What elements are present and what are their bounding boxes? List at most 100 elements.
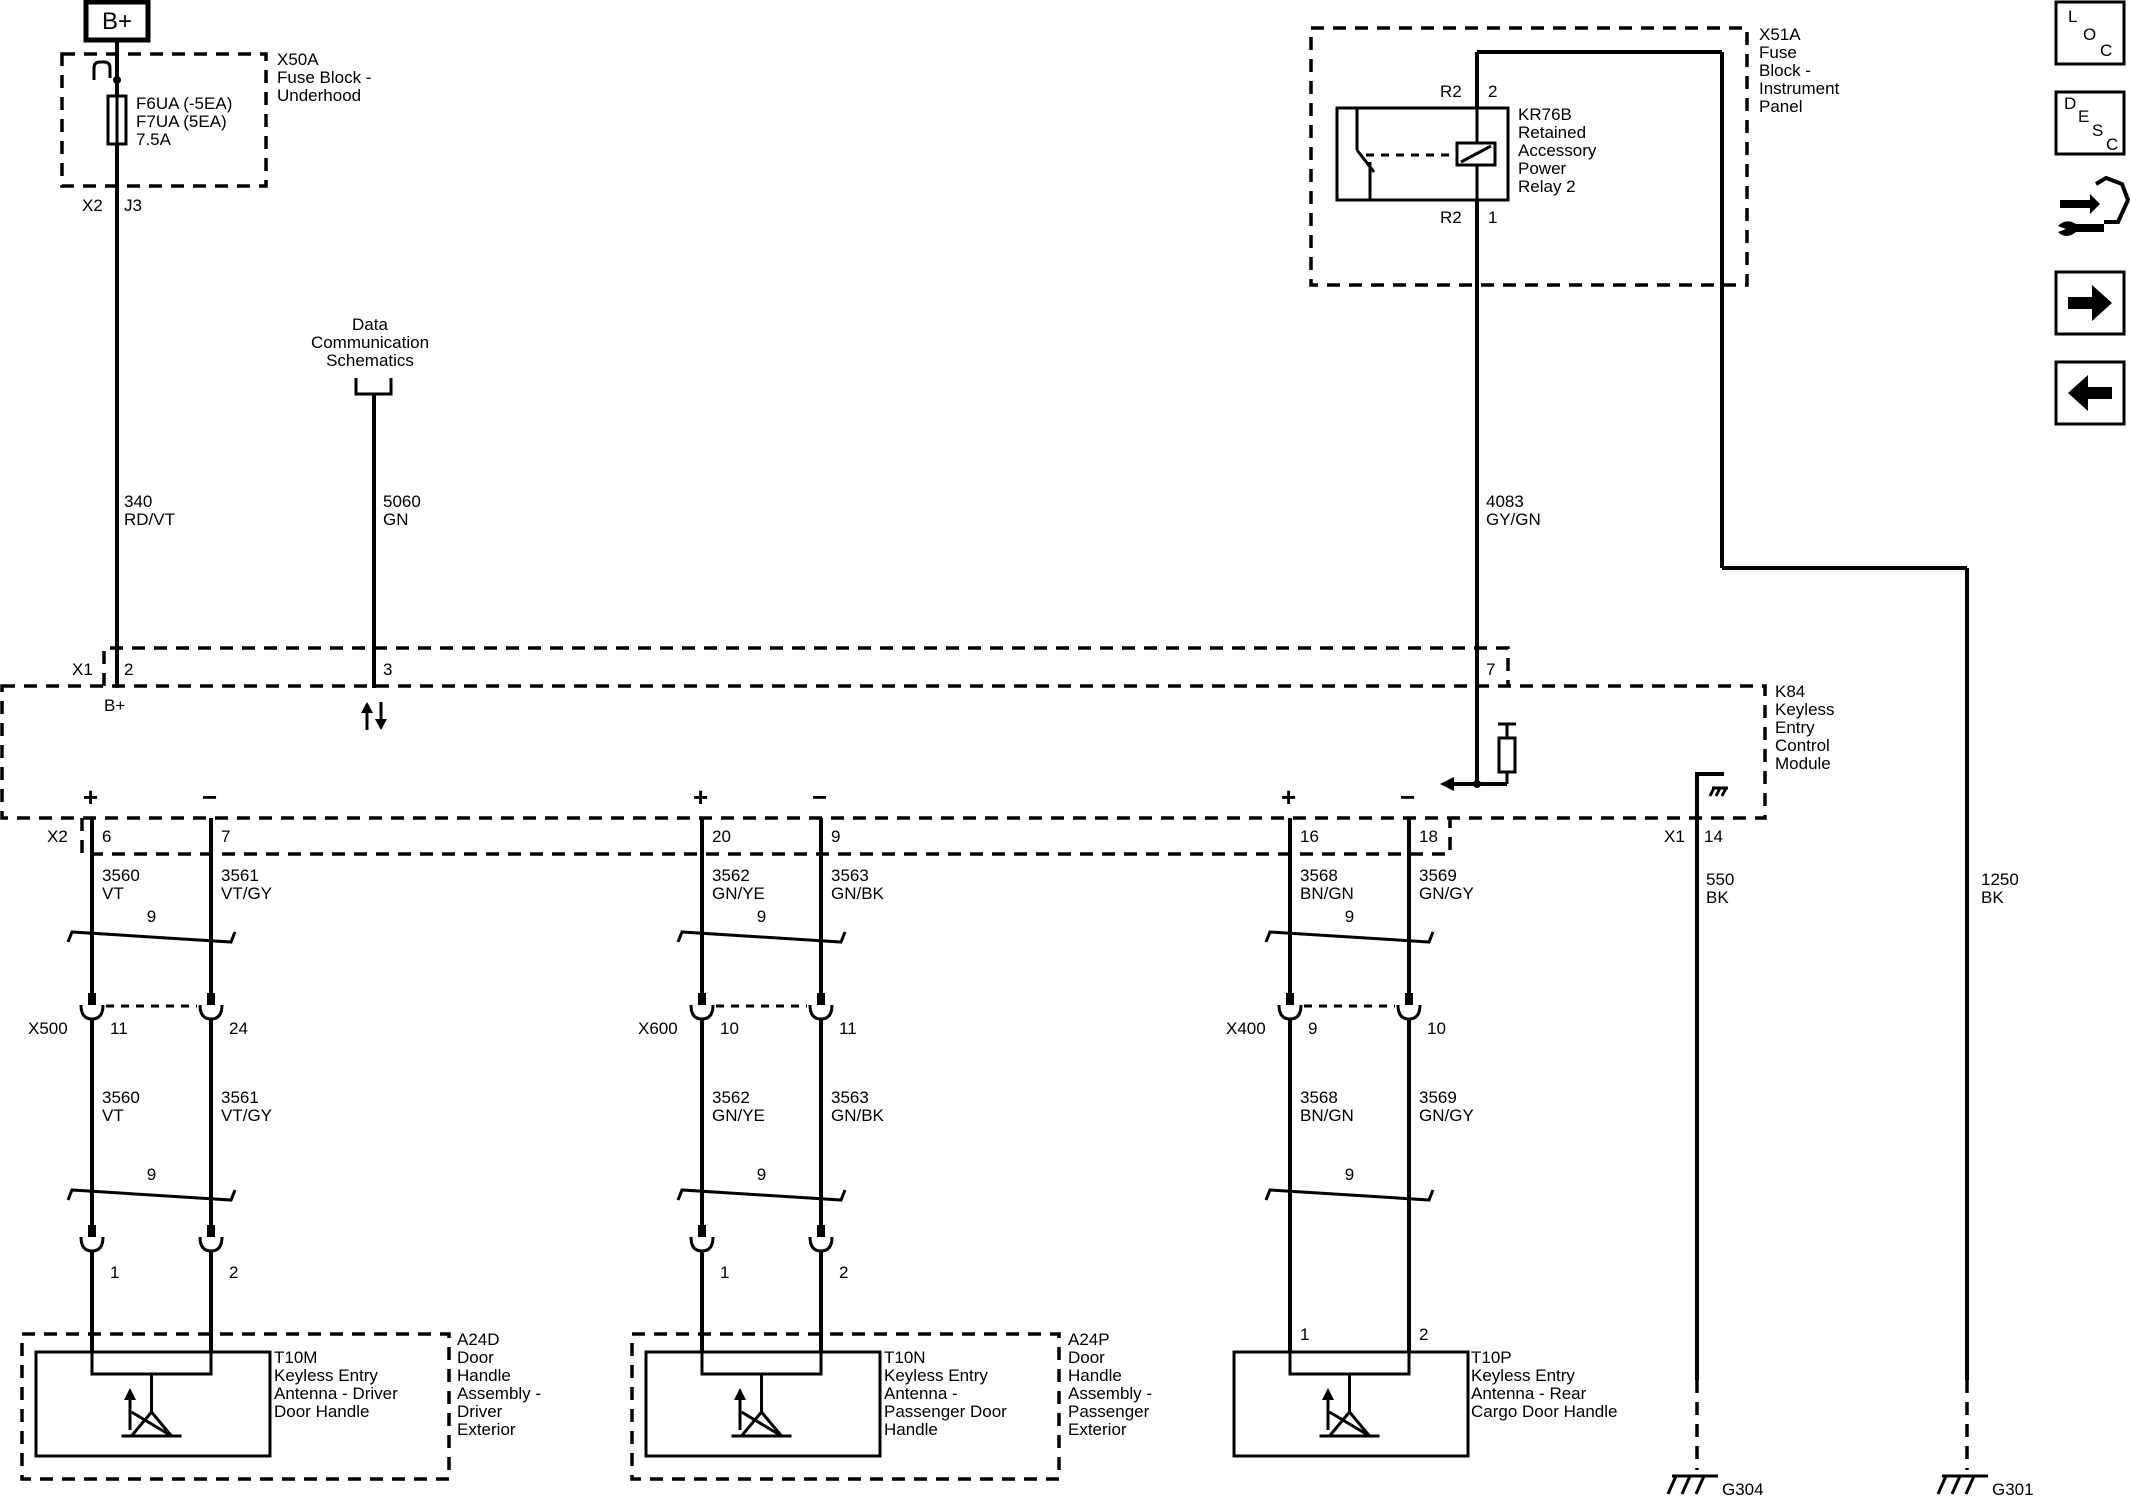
wire-4083-color: GY/GN — [1486, 510, 1541, 529]
wire-lower-neg-color: VT/GY — [221, 1106, 272, 1125]
wire-upper-neg-color: GN/GY — [1419, 884, 1474, 903]
antenna-name: T10N — [884, 1348, 926, 1367]
antenna-desc: Door Handle — [274, 1402, 369, 1421]
twisted-pair-lower-label: 9 — [147, 1165, 156, 1184]
wire-lower-pos-circuit: 3560 — [102, 1088, 140, 1107]
desc-letter-c: C — [2106, 135, 2118, 154]
wire-upper-neg-circuit: 3561 — [221, 866, 259, 885]
assembly-desc: Handle — [457, 1366, 511, 1385]
antenna-desc: Antenna - Driver — [274, 1384, 398, 1403]
relay-conn-top: R2 — [1440, 82, 1462, 101]
twisted-pair-lower: 9 — [66, 1165, 237, 1202]
location-button[interactable]: L O C — [2054, 0, 2126, 66]
twisted-pair-upper-label: 9 — [147, 907, 156, 926]
antenna-desc: Cargo Door Handle — [1471, 1402, 1617, 1421]
channel-plus-sign: + — [1281, 782, 1296, 812]
assembly-desc: Exterior — [1068, 1420, 1127, 1439]
antenna-desc: Antenna - — [884, 1384, 958, 1403]
assembly-desc: Assembly - — [457, 1384, 541, 1403]
wire-upper-pos-circuit: 3560 — [102, 866, 140, 885]
desc-letter-s: S — [2092, 121, 2103, 140]
twisted-pair-lower: 9 — [676, 1165, 847, 1202]
antenna-desc: Antenna - Rear — [1471, 1384, 1587, 1403]
wire-lower-neg-color: GN/GY — [1419, 1106, 1474, 1125]
ground-g301: G301 — [1936, 1474, 2034, 1496]
desc-letter-d: D — [2064, 94, 2076, 113]
wire-340-circuit: 340 — [124, 492, 152, 511]
k84-x1-pin-2: 2 — [124, 660, 133, 679]
x50a-name: X50A — [277, 50, 319, 69]
relay-kr76b: R2 2 R2 1 KR76B Retained Accessory Power… — [1335, 82, 1597, 227]
wire-upper-pos-circuit: 3562 — [712, 866, 750, 885]
arrow-left-icon — [2068, 375, 2112, 411]
inline-connector-name: X400 — [1226, 1019, 1266, 1038]
x51a-desc-2: Block - — [1759, 61, 1811, 80]
x50a-desc-2: Underhood — [277, 86, 361, 105]
assembly-desc: Door — [1068, 1348, 1105, 1367]
twisted-pair-upper: 9 — [1264, 907, 1435, 944]
previous-page-button[interactable] — [2054, 360, 2126, 426]
fuse-clip-icon — [92, 60, 112, 80]
assembly-desc: Exterior — [457, 1420, 516, 1439]
module-pin-neg: 18 — [1419, 827, 1438, 846]
wire-lower-pos-circuit: 3568 — [1300, 1088, 1338, 1107]
k84-desc-4: Module — [1775, 754, 1831, 773]
assembly-desc: Handle — [1068, 1366, 1122, 1385]
antenna-icon — [731, 1388, 792, 1438]
connector-terminal-icon — [198, 1236, 224, 1253]
x50a-desc-1: Fuse Block - — [277, 68, 371, 87]
b-plus-label: B+ — [102, 8, 132, 35]
connector-terminal-icon — [1277, 1004, 1303, 1021]
data-comm-label-2: Communication — [311, 333, 429, 352]
relay-desc-4: Relay 2 — [1518, 177, 1576, 196]
antenna-desc: Passenger Door — [884, 1402, 1007, 1421]
ground-g304-label: G304 — [1722, 1480, 1764, 1496]
inline-pin-pos: 11 — [110, 1019, 128, 1038]
antenna-icon — [1319, 1388, 1380, 1438]
channel-minus-sign: − — [1400, 782, 1415, 812]
module-pin-pos: 16 — [1300, 827, 1319, 846]
relay-pin-top: 2 — [1488, 82, 1497, 101]
next-page-button[interactable] — [2054, 270, 2126, 336]
module-pin-neg: 9 — [831, 827, 840, 846]
fuse-rating: 7.5A — [136, 130, 172, 149]
connector-terminal-icon — [808, 1236, 834, 1253]
x50a-connector: X2 — [82, 196, 103, 215]
device-pin-pos: 1 — [720, 1263, 729, 1282]
wire-550-color: BK — [1706, 888, 1729, 907]
assembly-desc: Door — [457, 1348, 494, 1367]
inline-pin-neg: 10 — [1427, 1019, 1446, 1038]
k84-ground-pin: 14 — [1704, 827, 1723, 846]
wire-5060-circuit: 5060 — [383, 492, 421, 511]
wire-lower-neg-circuit: 3563 — [831, 1088, 869, 1107]
wire-upper-pos-color: BN/GN — [1300, 884, 1354, 903]
wire-1250-circuit: 1250 — [1981, 870, 2019, 889]
relay-name: KR76B — [1518, 105, 1572, 124]
twisted-pair-lower-label: 9 — [1345, 1165, 1354, 1184]
relay-pin-bottom: 1 — [1488, 208, 1497, 227]
connector-terminal-icon — [79, 1004, 105, 1021]
x51a-desc-1: Fuse — [1759, 43, 1797, 62]
x51a-desc-4: Panel — [1759, 97, 1802, 116]
wire-upper-pos-color: GN/YE — [712, 884, 765, 903]
x50a-pin: J3 — [124, 196, 142, 215]
connector-terminal-icon — [1396, 1004, 1422, 1021]
k84-b-plus-label: B+ — [104, 696, 125, 715]
connector-end-view-icon[interactable] — [2058, 175, 2130, 236]
wire-4083-circuit: 4083 — [1486, 492, 1524, 511]
connector-terminal-icon — [689, 1004, 715, 1021]
k84-module — [0, 684, 1767, 820]
device-pin-neg: 2 — [1419, 1325, 1428, 1344]
loc-letter-o: O — [2083, 25, 2096, 44]
wire-lower-pos-color: VT — [102, 1106, 124, 1125]
wire-550-circuit: 550 — [1706, 870, 1734, 889]
data-comm-label-1: Data — [352, 315, 388, 334]
b-plus-terminal: B+ — [83, 0, 151, 43]
assembly-name: A24D — [457, 1330, 500, 1349]
loc-letter-c: C — [2100, 41, 2112, 60]
description-button[interactable]: D E S C — [2054, 90, 2126, 156]
data-comm-bracket-icon — [354, 378, 393, 396]
wire-lower-pos-color: BN/GN — [1300, 1106, 1354, 1125]
